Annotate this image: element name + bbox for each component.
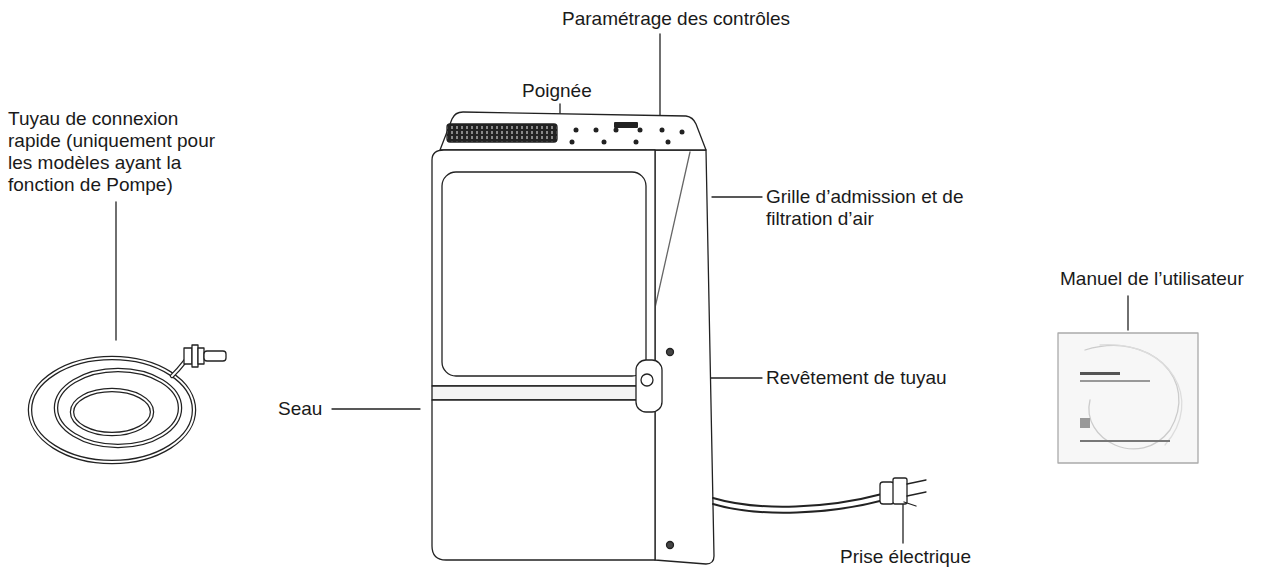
- leader-line: [1127, 296, 1128, 330]
- part-label: Paramétrage des contrôles: [562, 8, 862, 30]
- part-label: Manuel de l’utilisateur: [1060, 268, 1272, 290]
- part-label: Prise électrique: [840, 546, 1030, 568]
- part-label: Tuyau de connexion rapide (uniquement po…: [8, 108, 233, 196]
- user-manual: [1058, 333, 1198, 463]
- leader-line: [659, 34, 660, 124]
- part-label: Revêtement de tuyau: [766, 367, 996, 389]
- quick-connect-hose: [30, 345, 226, 462]
- part-label: Grille d’admission et de filtration d’ai…: [766, 186, 1026, 230]
- leader-line: [115, 202, 116, 340]
- dehumidifier: [432, 112, 926, 564]
- part-label: Poignée: [522, 80, 622, 102]
- leader-line: [712, 196, 762, 197]
- part-label: Seau: [278, 398, 338, 420]
- leader-line: [902, 504, 903, 543]
- leader-line: [332, 408, 420, 409]
